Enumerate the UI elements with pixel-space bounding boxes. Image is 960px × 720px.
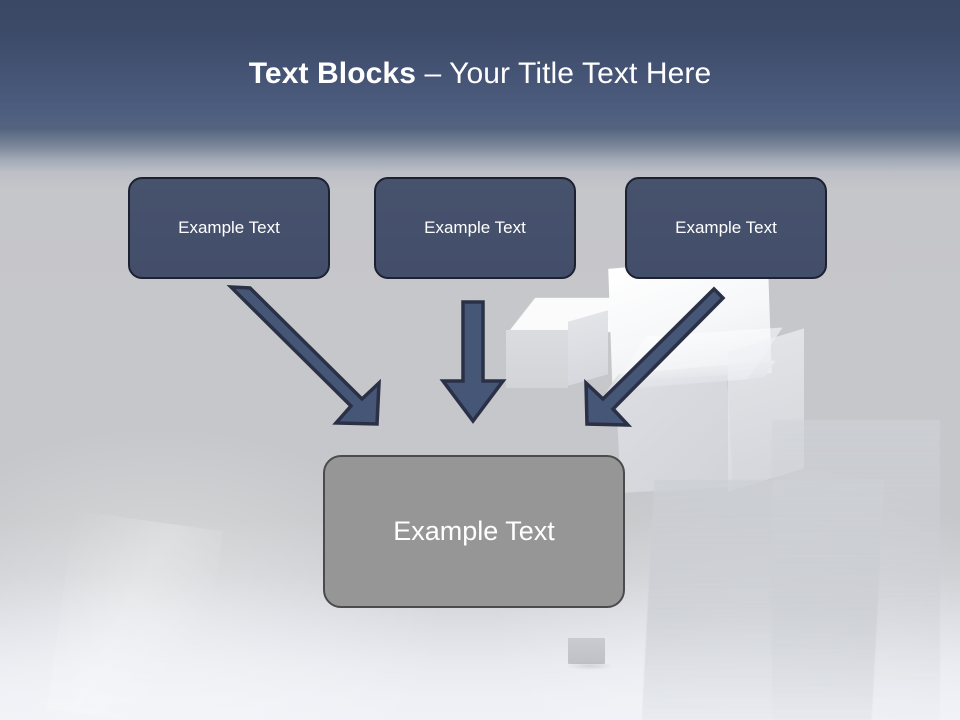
- background-light-streak: [46, 510, 224, 720]
- text-block-2[interactable]: Example Text: [374, 177, 576, 279]
- page-title-dash: –: [424, 57, 450, 90]
- page-title-bold: Text Blocks: [248, 57, 425, 90]
- text-block-3-label: Example Text: [675, 218, 777, 237]
- page-title-regular: Your Title Text Here: [449, 57, 712, 90]
- text-block-result-label: Example Text: [393, 516, 555, 546]
- text-block-2-label: Example Text: [424, 218, 526, 237]
- page-title: Text Blocks – Your Title Text Here: [0, 54, 960, 94]
- text-block-1-label: Example Text: [178, 218, 280, 237]
- text-block-3[interactable]: Example Text: [625, 177, 827, 279]
- text-block-1[interactable]: Example Text: [128, 177, 330, 279]
- text-block-result[interactable]: Example Text: [323, 455, 625, 608]
